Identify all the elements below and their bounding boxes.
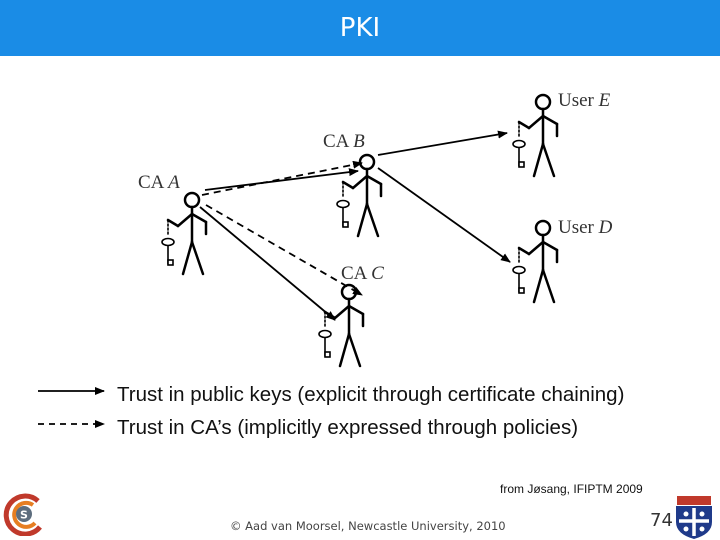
label-ca-a: CA A: [138, 172, 180, 193]
stick-figure-ca-c: [318, 283, 365, 368]
page-number: 74: [650, 510, 673, 531]
stick-figure-ca-a: [161, 191, 208, 276]
legend: Trust in public keys (explicit through c…: [38, 383, 624, 439]
label-user-d: User D: [558, 217, 613, 238]
stick-figure-user-e: [512, 93, 559, 178]
trust-arrows: [199, 130, 511, 321]
stick-figure-user-d: [512, 219, 559, 304]
key-icon: [161, 219, 175, 266]
label-ca-b: CA B: [323, 131, 365, 152]
footer-copyright: © Aad van Moorsel, Newcastle University,…: [230, 519, 506, 533]
university-s-logo-icon: S: [3, 493, 42, 536]
arrow-b-to-e-solid: [377, 130, 508, 156]
stick-figure-ca-b: [336, 153, 383, 238]
stick-figures: [161, 93, 559, 368]
arrow-a-to-c-key-solid: [199, 206, 336, 321]
slide-title: PKI: [339, 13, 381, 43]
key-icon: [336, 181, 350, 228]
legend-dashed-text: Trust in CA’s (implicitly expressed thro…: [117, 416, 578, 439]
arrow-a-to-b-dashed: [201, 160, 363, 196]
key-icon: [512, 247, 526, 294]
label-user-e: User E: [558, 90, 611, 111]
key-icon: [318, 311, 332, 358]
node-labels: CA A CA B CA C User D User E: [138, 90, 613, 284]
arrow-a-to-c-dashed: [205, 204, 363, 296]
title-bar: [0, 0, 720, 56]
newcastle-crest-icon: [676, 496, 712, 539]
source-credit: from Jøsang, IFIPTM 2009: [500, 482, 643, 496]
key-icon: [512, 121, 526, 168]
arrow-b-to-d-solid: [377, 167, 511, 263]
legend-solid-text: Trust in public keys (explicit through c…: [117, 383, 624, 406]
svg-text:S: S: [20, 509, 28, 522]
label-ca-c: CA C: [341, 263, 384, 284]
arrow-a-to-b-solid: [204, 168, 359, 191]
